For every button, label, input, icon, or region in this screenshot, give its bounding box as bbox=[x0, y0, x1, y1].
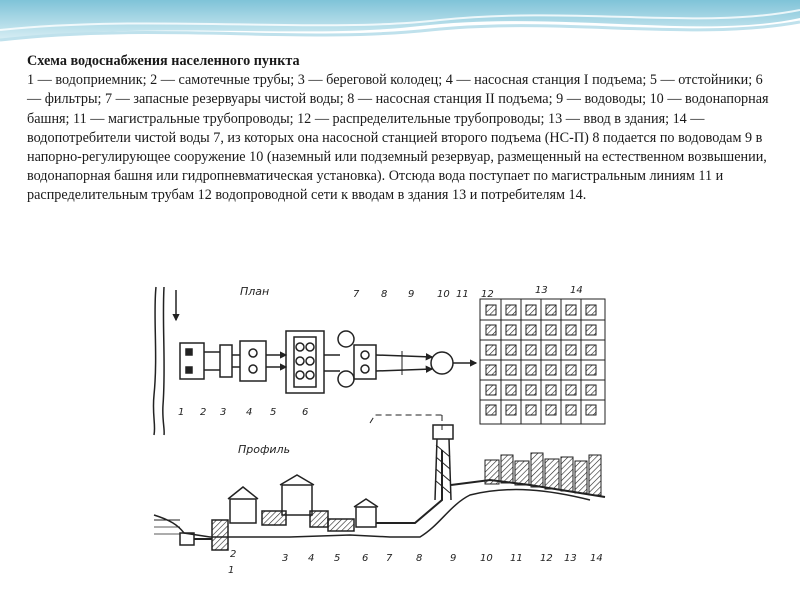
profile-number: 12 bbox=[540, 553, 553, 564]
profile-number: 13 bbox=[564, 553, 577, 564]
conduit-pipe bbox=[375, 365, 434, 373]
profile-number: 8 bbox=[416, 553, 422, 564]
water-supply-diagram: План 1 2 3 4 5 6 7 8 9 10 11 12 13 14 bbox=[150, 275, 650, 590]
slide-title: Схема водоснабжения населенного пункта bbox=[27, 53, 300, 69]
plan-number-labels: 1 2 3 4 5 6 7 8 9 10 11 12 13 14 bbox=[178, 285, 583, 418]
profile-shore-well bbox=[211, 519, 229, 551]
plan-view bbox=[152, 286, 606, 436]
profile-number: 11 bbox=[510, 553, 523, 564]
plan-number: 10 bbox=[437, 289, 450, 300]
plan-number: 4 bbox=[246, 407, 252, 418]
profile-number-labels: 1 2 3 4 5 6 7 8 9 10 11 12 13 14 bbox=[228, 549, 603, 576]
decorative-wave-header bbox=[0, 0, 800, 42]
profile-buildings bbox=[484, 452, 602, 496]
profile-number: 9 bbox=[450, 553, 456, 564]
profile-pump-2 bbox=[355, 506, 377, 528]
profile-number: 7 bbox=[386, 553, 393, 564]
distribution-network bbox=[479, 298, 606, 425]
plan-number: 6 bbox=[302, 407, 308, 418]
network-buildings bbox=[480, 299, 605, 424]
profile-number: 6 bbox=[362, 553, 368, 564]
pump-station-2 bbox=[353, 344, 377, 380]
profile-number: 1 bbox=[228, 565, 234, 576]
river-bank-line bbox=[162, 286, 165, 436]
diagram-svg: План 1 2 3 4 5 6 7 8 9 10 11 12 13 14 bbox=[152, 285, 606, 576]
profile-number: 10 bbox=[480, 553, 493, 564]
profile-view bbox=[153, 414, 606, 551]
plan-number: 2 bbox=[200, 407, 206, 418]
profile-label: Профиль bbox=[238, 443, 290, 456]
plan-number: 11 bbox=[456, 289, 469, 300]
plan-number: 9 bbox=[408, 289, 414, 300]
profile-filter bbox=[281, 484, 313, 516]
profile-number: 2 bbox=[230, 549, 236, 560]
plan-number: 1 bbox=[178, 407, 184, 418]
description-text: Схема водоснабжения населенного пункта 1… bbox=[27, 52, 777, 206]
pump-symbol bbox=[248, 348, 258, 358]
plan-number: 13 bbox=[535, 285, 548, 296]
pump-station-1 bbox=[239, 340, 267, 382]
plan-number: 3 bbox=[220, 407, 226, 418]
plan-number: 14 bbox=[570, 285, 583, 296]
ground-line bbox=[153, 488, 591, 538]
intake-port bbox=[185, 366, 193, 374]
shore-well bbox=[219, 344, 233, 378]
roof bbox=[227, 486, 259, 500]
conduit-pipe bbox=[375, 353, 434, 361]
plan-number: 12 bbox=[481, 289, 494, 300]
filters-block bbox=[285, 330, 325, 394]
river-bank-line bbox=[152, 286, 157, 436]
filters-inner bbox=[293, 336, 317, 388]
plan-number: 8 bbox=[381, 289, 387, 300]
profile-tower-tank bbox=[432, 424, 454, 440]
intake-port bbox=[185, 348, 193, 356]
profile-conduit bbox=[376, 450, 443, 524]
plan-number: 7 bbox=[353, 289, 360, 300]
profile-number: 5 bbox=[334, 553, 340, 564]
reserve-tank bbox=[337, 370, 355, 388]
water-intake bbox=[179, 342, 205, 380]
slide-body: 1 — водоприемник; 2 — самотечные трубы; … bbox=[27, 72, 769, 204]
water-tower-plan bbox=[430, 351, 454, 375]
profile-settler bbox=[261, 510, 287, 526]
reserve-tank bbox=[337, 330, 355, 348]
profile-main-pipe bbox=[450, 478, 606, 498]
profile-number: 3 bbox=[282, 553, 288, 564]
profile-pump-1 bbox=[229, 498, 257, 524]
profile-number: 14 bbox=[590, 553, 603, 564]
profile-number: 4 bbox=[308, 553, 314, 564]
plan-number: 5 bbox=[270, 407, 276, 418]
pump-symbol bbox=[248, 364, 258, 374]
plan-label: План bbox=[240, 285, 269, 298]
profile-reservoir bbox=[327, 518, 355, 532]
